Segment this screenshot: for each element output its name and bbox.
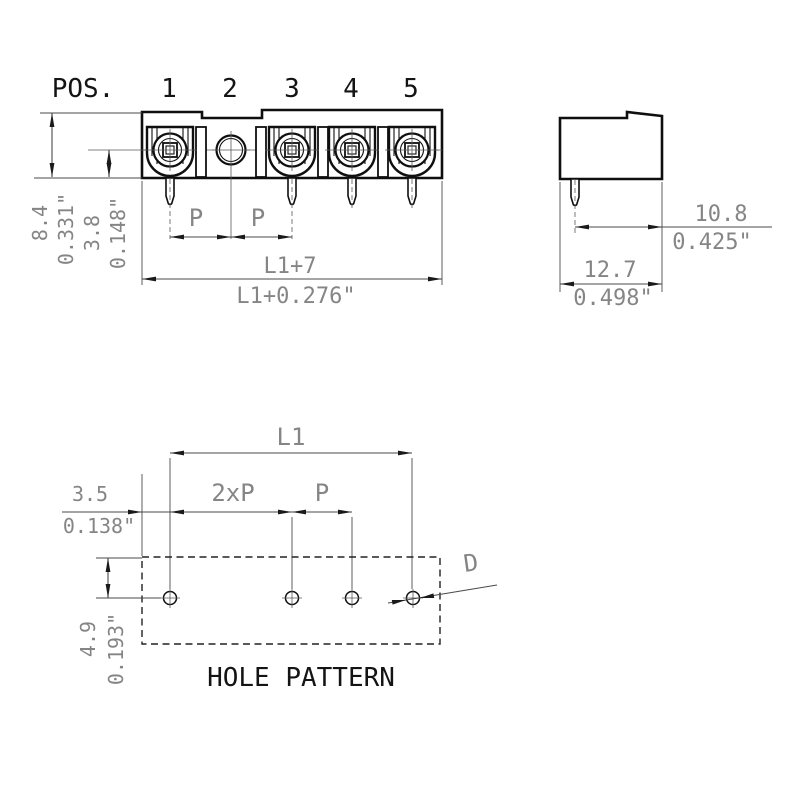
position-number-2: 2 (222, 74, 238, 104)
position-number-1: 1 (161, 74, 177, 104)
side-view: 10.8 0.425" 12.7 0.498" (558, 110, 772, 311)
hole-3 (342, 589, 362, 608)
dim-edge-offset-mm: 3.5 (72, 482, 108, 506)
dim-pitch-b: P (251, 204, 265, 232)
side-body-outline (558, 110, 664, 181)
separator-bar (255, 126, 267, 178)
position-number-3: 3 (284, 74, 300, 104)
dim-length-mm: L1+7 (264, 254, 317, 279)
dim-row-offset-mm: 4.9 (76, 621, 100, 657)
position-number-4: 4 (343, 74, 359, 104)
dim-pin-row-in: 0.148" (106, 197, 130, 269)
hole-pattern-caption: HOLE PATTERN (207, 663, 395, 693)
dim-depth-mm: 12.7 (584, 258, 637, 283)
dim-pin-to-edge-in: 0.425" (672, 230, 751, 255)
dim-pin-row-mm: 3.8 (80, 215, 104, 251)
dim-double-pitch: 2xP (211, 479, 254, 507)
separator-bar (195, 126, 207, 178)
dim-row-offset-in: 0.193" (104, 613, 128, 685)
hole-1 (160, 589, 180, 608)
dim-height-in: 0.331" (54, 193, 78, 265)
dim-pitch-a: P (189, 204, 203, 232)
dim-pin-to-edge-mm: 10.8 (695, 202, 748, 227)
hole-pattern-view: L1 3.5 0.138" 2xP P 4.9 0.193" (62, 423, 498, 693)
dim-edge-offset-in: 0.138" (63, 514, 135, 538)
front-view: POS. 1 2 3 4 5 (28, 74, 444, 309)
separator-bar (317, 126, 329, 178)
dim-length-in: L1+0.276" (236, 284, 355, 309)
hole-diameter-label: D (462, 548, 480, 578)
board-outline-dashed (141, 556, 441, 645)
dim-l1: L1 (277, 423, 306, 451)
pos-label: POS. (52, 74, 115, 104)
hole-2 (282, 589, 302, 608)
dim-height-mm: 8.4 (28, 205, 52, 241)
separator-bar (377, 126, 389, 178)
position-number-5: 5 (403, 74, 419, 104)
dim-depth-in: 0.498" (573, 286, 652, 311)
dim-hp-pitch: P (315, 479, 329, 507)
hole-dia-leader-line (387, 584, 498, 604)
